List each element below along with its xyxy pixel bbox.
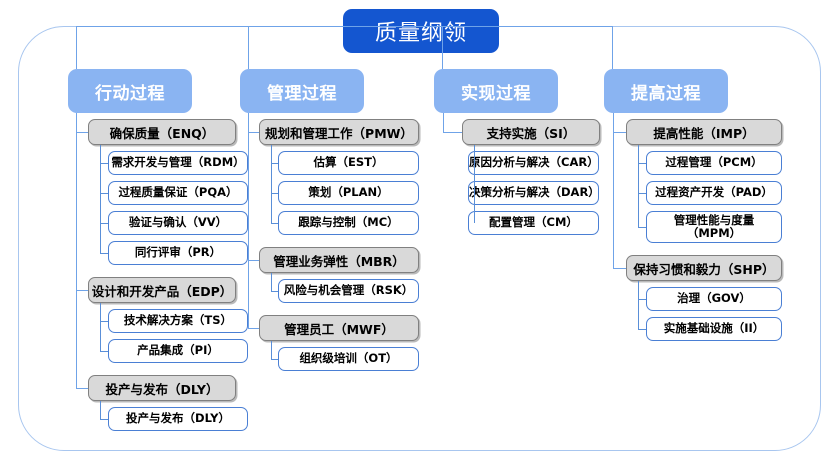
column-header-3: 实现过程: [434, 69, 558, 113]
connector-frame-to-header-4: [612, 26, 614, 69]
connector-section-subspine: [474, 145, 476, 223]
connector-section-subspine: [271, 145, 273, 223]
leaf-box: 需求开发与管理（RDM）: [108, 151, 248, 175]
connector-frame-to-header-3: [442, 26, 444, 69]
column-spine: [76, 113, 78, 388]
connector-section-subspine: [638, 281, 640, 329]
connector-section-subspine: [271, 341, 273, 359]
section-box: 确保质量（ENQ）: [88, 119, 236, 145]
connector-frame-to-header-2: [248, 26, 250, 69]
leaf-box: 验证与确认（VV）: [108, 211, 248, 235]
column-header-4: 提高过程: [604, 69, 728, 113]
connector-spine-to-section: [76, 388, 88, 390]
connector-spine-to-section: [613, 268, 626, 270]
connector-subspine-to-leaf: [271, 359, 278, 361]
leaf-box: 管理性能与度量（MPM）: [646, 211, 782, 243]
section-box: 投产与发布（DLY）: [88, 375, 236, 401]
connector-section-subspine: [271, 273, 273, 291]
leaf-box: 同行评审（PR）: [108, 241, 248, 265]
connector-section-subspine: [638, 145, 640, 227]
connector-subspine-to-leaf: [100, 193, 108, 195]
connector-spine-to-section: [248, 132, 259, 134]
section-box: 保持习惯和毅力（SHP）: [626, 255, 782, 281]
leaf-box: 投产与发布（DLY）: [108, 407, 248, 431]
connector-subspine-to-leaf: [638, 299, 646, 301]
column-header-2: 管理过程: [240, 69, 364, 113]
connector-section-subspine: [100, 303, 102, 351]
leaf-box: 配置管理（CM）: [468, 211, 599, 235]
connector-spine-to-section: [248, 328, 259, 330]
connector-spine-to-section: [613, 132, 626, 134]
connector-subspine-to-leaf: [100, 321, 108, 323]
connector-subspine-to-leaf: [271, 223, 278, 225]
connector-spine-to-section: [443, 132, 462, 134]
leaf-box: 风险与机会管理（RSK）: [278, 279, 419, 303]
leaf-box: 产品集成（PI）: [108, 339, 248, 363]
connector-subspine-to-leaf: [638, 329, 646, 331]
connector-subspine-to-leaf: [271, 193, 278, 195]
connector-frame-to-header-1: [76, 26, 78, 69]
connector-subspine-to-leaf: [271, 291, 278, 293]
section-box: 管理业务弹性（MBR）: [259, 247, 419, 273]
connector-subspine-to-leaf: [100, 351, 108, 353]
leaf-box: 实施基础设施（II）: [646, 317, 782, 341]
leaf-box: 策划（PLAN）: [278, 181, 419, 205]
leaf-box: 过程管理（PCM）: [646, 151, 782, 175]
leaf-box: 估算（EST）: [278, 151, 419, 175]
section-box: 设计和开发产品（EDP）: [88, 277, 236, 303]
connector-section-subspine: [100, 145, 102, 253]
connector-spine-to-section: [76, 132, 88, 134]
column-header-1: 行动过程: [68, 69, 192, 113]
leaf-box: 过程质量保证（PQA）: [108, 181, 248, 205]
column-spine: [613, 113, 615, 268]
leaf-box: 跟踪与控制（MC）: [278, 211, 419, 235]
connector-subspine-to-leaf: [271, 163, 278, 165]
column-spine: [443, 113, 445, 132]
leaf-box: 组织级培训（OT）: [278, 347, 419, 371]
connector-subspine-to-leaf: [638, 193, 646, 195]
connector-subspine-to-leaf: [100, 223, 108, 225]
connector-subspine-to-leaf: [100, 163, 108, 165]
frame-top-rail: [76, 26, 612, 28]
section-box: 提高性能（IMP）: [626, 119, 782, 145]
connector-subspine-to-leaf: [638, 163, 646, 165]
leaf-box: 过程资产开发（PAD）: [646, 181, 782, 205]
leaf-box: 技术解决方案（TS）: [108, 309, 248, 333]
section-box: 规划和管理工作（PMW）: [259, 119, 419, 145]
root-title: 质量纲领: [343, 9, 499, 53]
leaf-box: 决策分析与解决（DAR）: [468, 181, 600, 205]
section-box: 管理员工（MWF）: [259, 315, 419, 341]
connector-spine-to-section: [76, 290, 88, 292]
connector-spine-to-section: [248, 260, 259, 262]
connector-subspine-to-leaf: [638, 227, 646, 229]
connector-subspine-to-leaf: [100, 253, 108, 255]
column-spine: [248, 113, 250, 328]
section-box: 支持实施（SI）: [462, 119, 600, 145]
connector-section-subspine: [100, 401, 102, 419]
leaf-box: 原因分析与解决（CAR）: [468, 151, 599, 175]
connector-subspine-to-leaf: [100, 419, 108, 421]
leaf-box: 治理（GOV）: [646, 287, 782, 311]
